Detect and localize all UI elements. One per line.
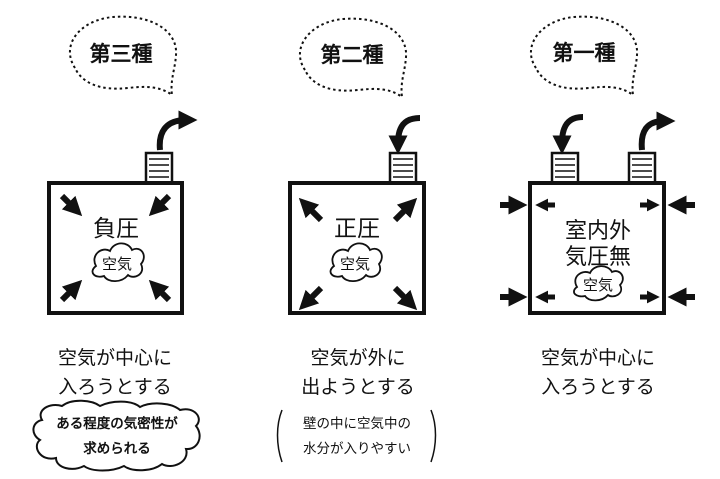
bubble-title: 第三種 [90,42,153,66]
note-line-2: 水分が入りやすい [303,441,411,457]
cloud-label: 空気 [340,255,370,273]
speech-bubble: 第三種 [69,15,178,98]
cloud-label: 空気 [583,276,613,294]
cloud-label: 空気 [102,255,132,273]
pressure-label: 負圧 [93,216,139,242]
caption-line-1: 空気が外に [310,347,405,369]
caption-line-1: 空気が中心に [58,347,172,369]
note-line-1: 壁の中に空気中の [303,416,411,432]
air-cloud: 空気 [573,265,624,302]
pressure-label-line-1: 室内外 [565,219,631,244]
inner-arrows [535,198,660,304]
note-line-1: ある程度の気密性が [56,415,178,432]
bubble-title: 第一種 [553,41,616,65]
exhaust-duct [144,151,174,185]
bubble-title: 第二種 [321,43,384,67]
supply-duct [550,151,580,185]
panel-first-class: 第一種 室内外 [500,15,695,398]
note-bubble: ある程度の気密性が 求められる [32,399,201,472]
exhaust-arrow [638,111,676,151]
pressure-label: 正圧 [334,216,380,242]
air-cloud: 空気 [329,242,383,283]
inward-arrows [59,193,172,303]
speech-bubble: 第二種 [299,17,408,100]
supply-arrow [388,115,421,155]
note-parenthetical: 壁の中に空気中の 水分が入りやすい [276,409,437,463]
caption-line-2: 入ろうとする [58,376,171,398]
exhaust-duct [627,151,657,185]
panel-second-class: 第二種 正圧 空気 空気が外に 出ようとする 壁の中に空気中の 水分が入 [276,17,437,463]
supply-duct [388,151,418,185]
caption-line-1: 空気が中心に [541,347,655,369]
air-cloud: 空気 [91,242,145,283]
speech-bubble: 第一種 [530,15,639,98]
exhaust-arrow [156,110,198,151]
caption-line-2: 入ろうとする [541,376,654,398]
note-line-2: 求められる [83,440,151,457]
caption-line-2: 出ようとする [301,376,414,398]
panel-third-class: 第三種 負圧 空気 空気が中心に 入ろうとする [32,15,201,472]
outer-arrows [500,195,695,307]
outward-arrows [298,197,418,311]
supply-arrow [552,114,584,155]
